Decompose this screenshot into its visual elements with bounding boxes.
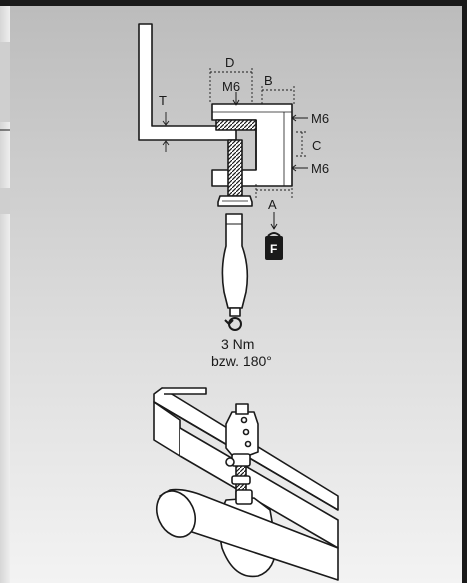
screwdriver-icon [221, 213, 249, 317]
dim-C-label: C [312, 138, 322, 153]
dim-D-lines [209, 68, 253, 104]
thread-right-upper-label: M6 [311, 111, 330, 126]
pipe-hanger-assembly [153, 387, 339, 581]
dim-C-lines [296, 131, 306, 157]
clamp-jaw-threads [215, 119, 257, 131]
force-arrow [270, 212, 278, 230]
left-tab-1 [0, 42, 10, 122]
dim-A-label: A [268, 197, 277, 212]
dim-B-label: B [264, 73, 273, 88]
left-tab-2 [0, 188, 10, 214]
force-label: F [270, 242, 278, 256]
thread-top-label: M6 [222, 79, 241, 94]
angle-label: bzw. 180° [211, 353, 272, 369]
screw-shaft [227, 139, 243, 197]
dim-T-label: T [159, 93, 167, 108]
clamp-cross-section [138, 23, 308, 230]
dim-T-lines [160, 112, 172, 152]
top-rule [0, 0, 467, 6]
thread-right-lower-label: M6 [311, 161, 330, 176]
rotation-icon [224, 317, 242, 331]
weight-icon [265, 232, 283, 260]
m6-right-leaders [291, 114, 308, 172]
dim-B-lines [261, 86, 295, 104]
left-strip [0, 6, 10, 583]
torque-label: 3 Nm [221, 336, 255, 352]
m6-top-arrow [232, 92, 240, 106]
dim-A-lines [255, 184, 293, 198]
dim-D-label: D [225, 55, 235, 70]
